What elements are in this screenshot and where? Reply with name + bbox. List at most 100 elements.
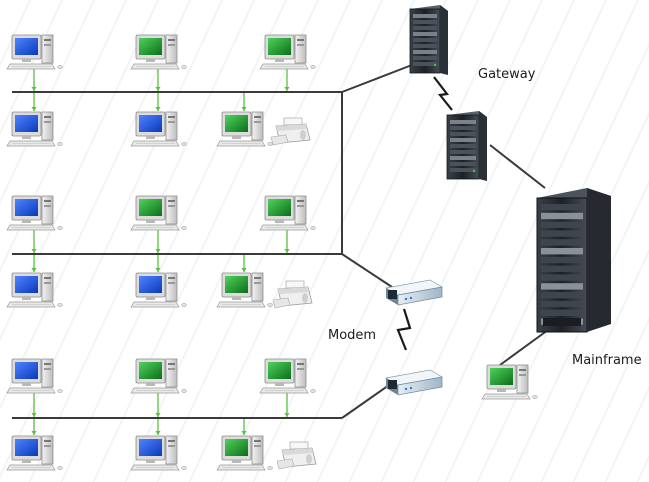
- pc-drive: [297, 44, 304, 46]
- pc-drive: [168, 363, 175, 365]
- modem-led: [409, 386, 413, 390]
- pc-drive: [168, 200, 175, 202]
- pc-screen: [225, 115, 248, 132]
- pc-drive: [297, 368, 304, 370]
- printer-tray: [270, 134, 289, 146]
- server-unit: [413, 26, 437, 30]
- server-unit: [413, 14, 437, 18]
- pc-stand: [232, 136, 241, 139]
- pc-drive: [254, 440, 261, 442]
- modem-icon: [385, 369, 443, 396]
- pc-mouse: [532, 395, 538, 399]
- modem-panel: [388, 290, 397, 299]
- pc-screen: [268, 362, 291, 379]
- devices: [6, 5, 611, 471]
- server-led: [472, 169, 476, 173]
- drop-cable-r2-c2-arrow: [284, 249, 290, 253]
- server-unit: [450, 132, 476, 136]
- drop-cable-r3-c1-arrow: [155, 268, 161, 272]
- modem-led: [404, 297, 408, 301]
- pc-drive: [44, 445, 51, 447]
- computer-icon: [6, 34, 63, 70]
- pc-screen: [139, 439, 162, 456]
- server-side: [479, 111, 487, 181]
- pc-screen: [139, 362, 162, 379]
- server-unit: [450, 162, 476, 166]
- pc-mouse: [181, 65, 187, 69]
- pc-drive: [44, 121, 51, 123]
- server-led: [433, 63, 437, 67]
- printer-roller: [302, 293, 308, 303]
- computer-icon: [216, 435, 273, 471]
- drop-cable-r5-c2-arrow: [241, 431, 247, 435]
- pc-tower: [165, 34, 178, 64]
- computer-icon: [259, 34, 316, 70]
- mainframe-unit: [541, 256, 583, 264]
- server-unit: [450, 126, 476, 130]
- computer-icon: [130, 272, 187, 308]
- printer-icon: [276, 441, 317, 470]
- computer-icon: [6, 272, 63, 308]
- drop-cable-r5-c1-arrow: [155, 431, 161, 435]
- printer-top: [278, 287, 309, 294]
- pc-tower: [41, 195, 54, 225]
- pc-stand: [146, 297, 155, 300]
- drop-cable-r4-c0-arrow: [31, 413, 37, 417]
- modem-panel: [388, 380, 397, 389]
- mainframe-unit: [541, 221, 583, 228]
- pc-tower: [41, 435, 54, 465]
- modem-lightning-link-icon: [396, 308, 412, 351]
- computer-icon: [6, 111, 63, 147]
- pc-drive: [168, 282, 175, 284]
- pc-drive: [168, 205, 175, 207]
- gateway-to-mainframe-link: [489, 144, 546, 189]
- drop-cables: [31, 69, 290, 435]
- pc-screen: [15, 115, 38, 132]
- printer-top: [276, 124, 307, 131]
- pc-mouse: [57, 226, 63, 230]
- computer-icon: [130, 358, 187, 394]
- pc-mouse: [181, 466, 187, 470]
- pc-drive: [254, 121, 261, 123]
- printer-paper: [285, 280, 305, 289]
- pc-screen: [15, 276, 38, 293]
- server-unit: [413, 38, 437, 42]
- mainframe-label: Mainframe: [572, 353, 642, 368]
- mainframe-unit: [541, 274, 583, 281]
- computer-icon: [6, 358, 63, 394]
- pc-stand: [146, 460, 155, 463]
- server-unit: [413, 50, 437, 54]
- modem-front: [397, 286, 443, 306]
- gateway-label: Gateway: [478, 67, 536, 82]
- pc-drive: [168, 440, 175, 442]
- pc-drive: [519, 369, 526, 371]
- pc-mouse: [57, 303, 63, 307]
- pc-stand: [146, 59, 155, 62]
- pc-stand: [22, 297, 31, 300]
- pc-mouse: [181, 303, 187, 307]
- server-unit: [450, 156, 476, 160]
- pc-screen: [139, 38, 162, 55]
- pc-drive: [254, 445, 261, 447]
- pc-drive: [297, 363, 304, 365]
- pc-drive: [519, 374, 526, 376]
- pc-tower: [294, 358, 307, 388]
- mainframe-unit: [541, 283, 583, 290]
- lan-3-to-modem-link: [341, 382, 393, 419]
- pc-drive: [168, 44, 175, 46]
- drop-cable-r0-c2-arrow: [284, 87, 290, 91]
- pc-tower: [165, 358, 178, 388]
- server-unit: [450, 120, 476, 124]
- drop-cable-r1-c0-arrow: [31, 107, 37, 111]
- pc-screen: [139, 115, 162, 132]
- drop-cable-r1-c2-arrow: [241, 107, 247, 111]
- server-side: [440, 5, 448, 75]
- pc-screen: [15, 199, 38, 216]
- pc-drive: [254, 116, 261, 118]
- printer-top: [282, 448, 313, 455]
- pc-screen: [139, 276, 162, 293]
- server-unit: [450, 168, 476, 172]
- pc-drive: [44, 368, 51, 370]
- pc-drive: [168, 445, 175, 447]
- server-unit: [450, 144, 476, 148]
